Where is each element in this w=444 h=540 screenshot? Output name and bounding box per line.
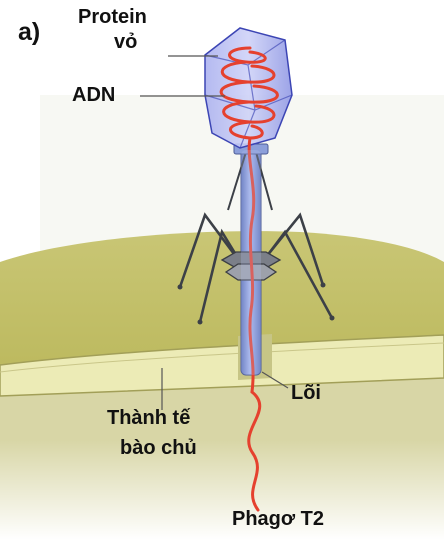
tail-core-overlay — [241, 150, 261, 375]
capsid-head — [205, 28, 292, 148]
label-protein-coat-line2: vỏ — [114, 31, 137, 54]
panel-letter: a) — [18, 18, 40, 47]
label-host-cell-wall: Thành tế — [107, 407, 190, 430]
label-core: Lõi — [291, 382, 321, 405]
label-dna: ADN — [72, 84, 115, 107]
label-phage-name: Phagơ T2 — [232, 508, 324, 531]
label-protein-coat: Protein — [78, 6, 147, 29]
host-cell-fade — [0, 440, 444, 540]
label-host-cell-wall-line2: bào chủ — [120, 437, 197, 460]
